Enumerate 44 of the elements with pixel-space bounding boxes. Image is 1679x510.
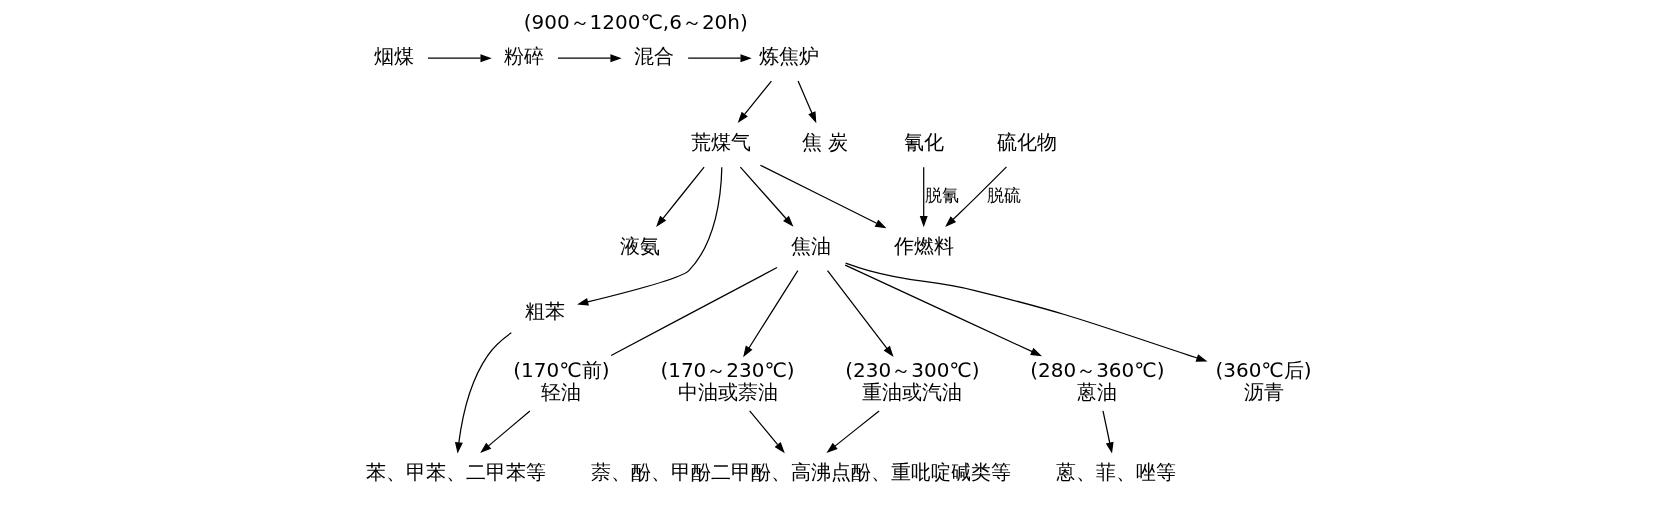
- arrow: [576, 166, 722, 306]
- node-text: 液氨: [619, 233, 660, 258]
- arrow: [826, 270, 894, 358]
- arrow: [919, 166, 928, 228]
- node-text: 炼焦炉: [758, 43, 819, 68]
- node-text: 蒽、菲、唑等: [1055, 460, 1176, 485]
- node-text: (170～230℃) 中油或萘油: [659, 357, 795, 405]
- node-text: (360℃后) 沥青: [1214, 357, 1312, 405]
- node-text: 作燃料: [893, 233, 954, 258]
- node-text: 苯、甲苯、二甲苯等: [365, 460, 546, 485]
- node-text: 焦 炭: [801, 130, 848, 155]
- node-text: 烟煤: [373, 43, 414, 68]
- arrow: [426, 54, 492, 63]
- arrow: [686, 54, 752, 63]
- arrow: [944, 166, 1007, 227]
- arrow: [825, 410, 880, 453]
- arrow: [742, 270, 798, 358]
- arrow: [655, 166, 705, 227]
- arrow: [556, 54, 622, 63]
- arrow: [737, 80, 772, 123]
- arrow: [1101, 410, 1114, 454]
- node-text: 混合: [633, 43, 674, 68]
- arrow: [454, 332, 512, 454]
- node-text: 萘、酚、甲酚二甲酚、高沸点酚、重吡啶碱类等: [590, 460, 1011, 485]
- arrow: [739, 166, 793, 227]
- edge-label: 脱氰: [924, 184, 959, 205]
- arrow: [844, 262, 1207, 362]
- node-text: (280～360℃) 蒽油: [1029, 357, 1164, 405]
- arrow: [797, 80, 816, 124]
- node-text: 焦油: [790, 233, 831, 258]
- arrow: [479, 410, 531, 453]
- connector: [610, 266, 778, 357]
- node-text: 荒煤气: [690, 130, 751, 155]
- arrow: [748, 410, 785, 454]
- node-text: 粗苯: [524, 298, 565, 323]
- node-text: (170℃前) 轻油: [512, 357, 609, 405]
- arrow: [844, 264, 1042, 357]
- edge-label: 脱硫: [986, 184, 1021, 205]
- node-text: 氰化: [903, 130, 944, 155]
- node-label: (900～1200℃,6～20h): [523, 10, 748, 35]
- node-text: (230～300℃) 重油或汽油: [844, 357, 980, 405]
- node-text: 粉碎: [503, 43, 544, 68]
- node-text: 硫化物: [996, 130, 1057, 155]
- arrow: [759, 164, 886, 229]
